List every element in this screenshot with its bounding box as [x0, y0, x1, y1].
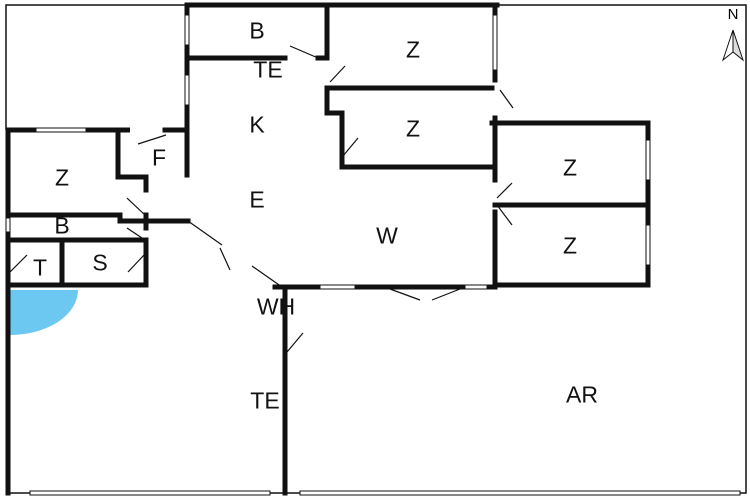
outline-top-left-yard — [5, 4, 185, 130]
room-label-e: E — [249, 186, 265, 213]
room-label-bathroom-left: B — [54, 212, 70, 239]
room-label-bedroom-4: Z — [562, 154, 578, 181]
room-label-toilet: T — [32, 254, 48, 281]
room-label-bedroom-1: Z — [405, 36, 421, 63]
room-label-terrace: TE — [250, 387, 280, 414]
room-label-bedroom-2: Z — [405, 115, 421, 142]
windows — [5, 14, 741, 496]
room-label-s: S — [92, 249, 108, 276]
walls — [5, 2, 651, 496]
compass-arrow-icon — [721, 29, 745, 62]
room-label-kitchen: K — [249, 111, 265, 138]
room-label-living: W — [376, 222, 398, 249]
door-swings — [9, 45, 514, 353]
room-label-bedroom-5: Z — [562, 232, 578, 259]
room-label-ar: AR — [566, 381, 598, 408]
room-label-terrace-top: TE — [253, 56, 283, 83]
pool-area — [10, 290, 78, 335]
room-label-wh: WH — [256, 293, 296, 320]
room-label-f: F — [151, 144, 167, 171]
room-label-bathroom-top: B — [249, 17, 265, 44]
room-label-bedroom-3: Z — [54, 164, 70, 191]
compass-north-label: N — [727, 6, 739, 23]
